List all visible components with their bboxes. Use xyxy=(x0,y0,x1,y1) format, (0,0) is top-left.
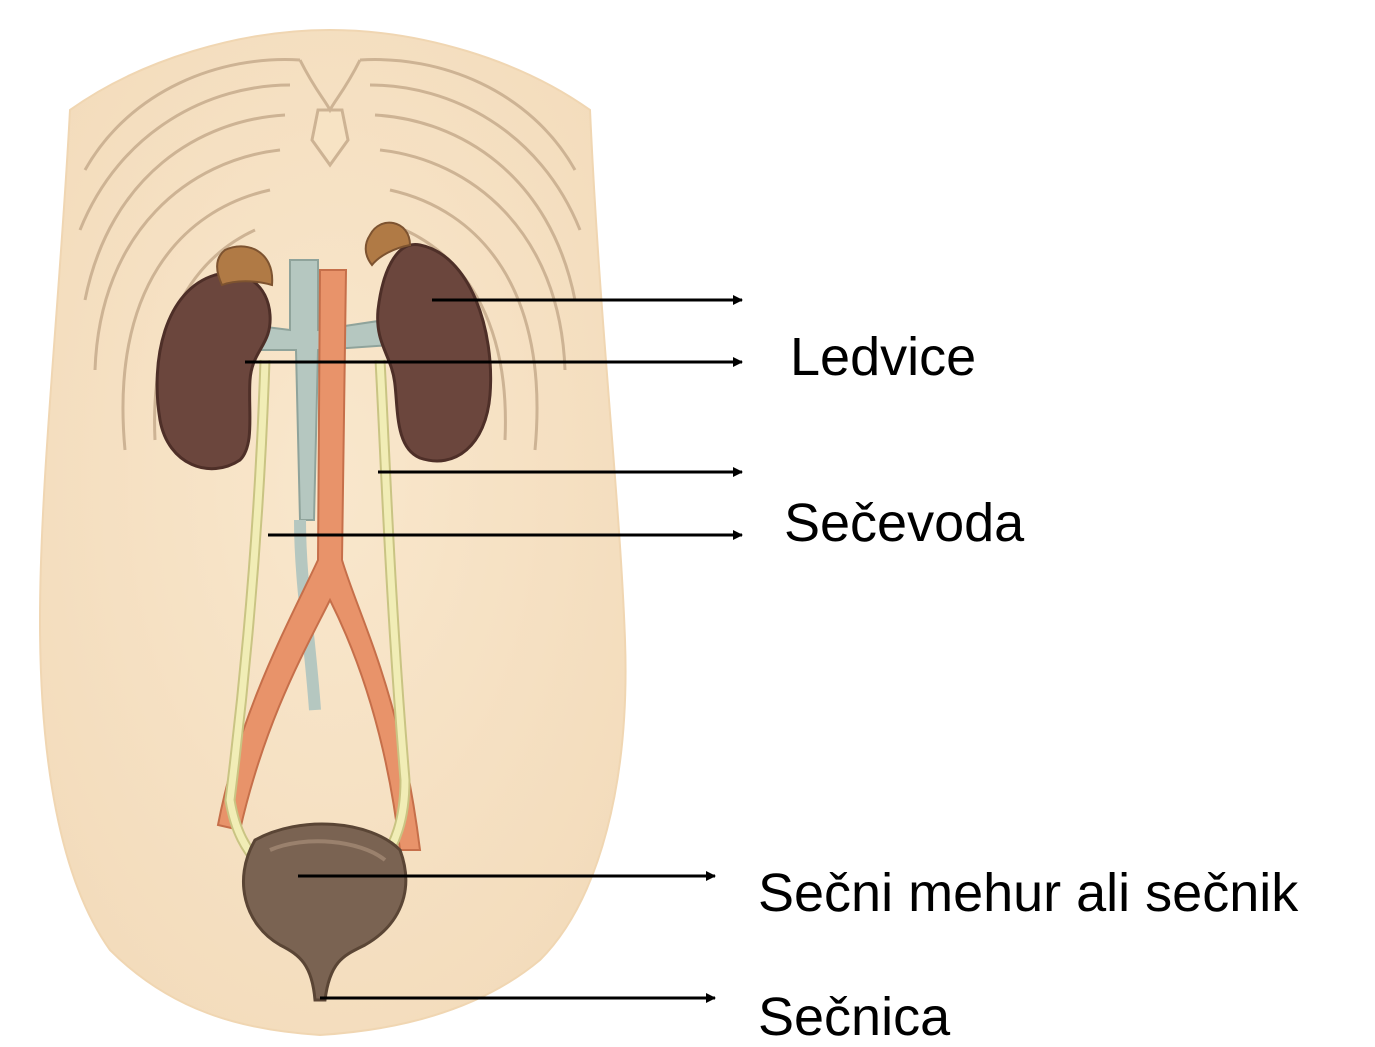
label-ureter: Sečevoda xyxy=(784,496,1024,550)
label-urethra: Sečnica xyxy=(758,990,950,1044)
label-kidney: Ledvice xyxy=(790,330,976,384)
label-bladder: Sečni mehur ali sečnik xyxy=(758,866,1298,920)
